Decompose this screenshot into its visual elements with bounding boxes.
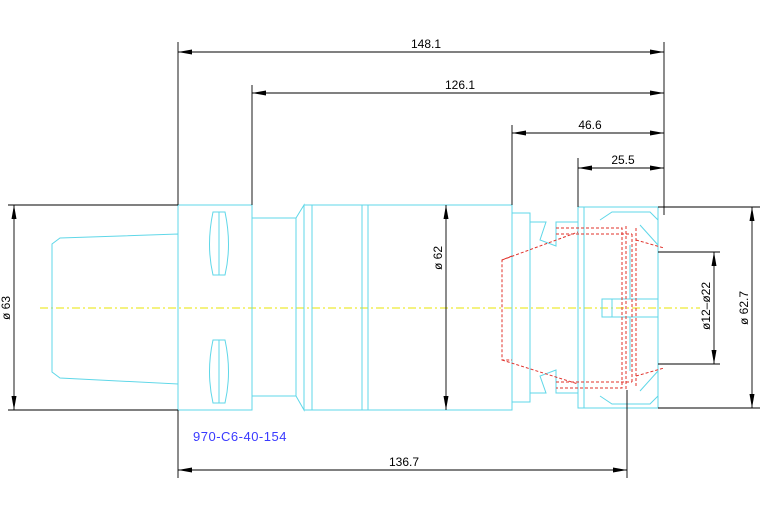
dim-flange-diameter: ø 63 [0, 205, 17, 410]
dim-length-4: 25.5 [578, 153, 664, 171]
dim-overall-length: 148.1 [178, 37, 664, 55]
dim-body-diameter: ø 62 [431, 205, 449, 410]
dim-text: ø 63 [0, 296, 13, 320]
dim-text: ø 62 [431, 246, 445, 270]
taper-shank [51, 233, 179, 385]
drive-slot-top [209, 211, 229, 276]
part-outline [51, 203, 659, 412]
dim-collet-range: ø12–ø22 [699, 252, 717, 364]
part-number-label: 970-C6-40-154 [193, 429, 287, 444]
dim-length-2: 126.1 [252, 78, 664, 96]
hidden-collet [501, 226, 665, 390]
dim-gauge-length: 136.7 [178, 455, 627, 473]
dim-text: 148.1 [411, 37, 441, 51]
dim-nut-diameter: ø 62.7 [737, 207, 755, 408]
dim-text: 126.1 [445, 78, 475, 92]
dim-text: 46.6 [578, 118, 602, 132]
dim-text: ø12–ø22 [699, 282, 713, 330]
dim-text: 136.7 [389, 455, 419, 469]
drive-slot-bottom [209, 339, 229, 404]
dim-length-3: 46.6 [512, 118, 664, 136]
dim-text: 25.5 [611, 153, 635, 167]
dim-text: ø 62.7 [737, 291, 751, 325]
extension-lines [8, 42, 760, 478]
